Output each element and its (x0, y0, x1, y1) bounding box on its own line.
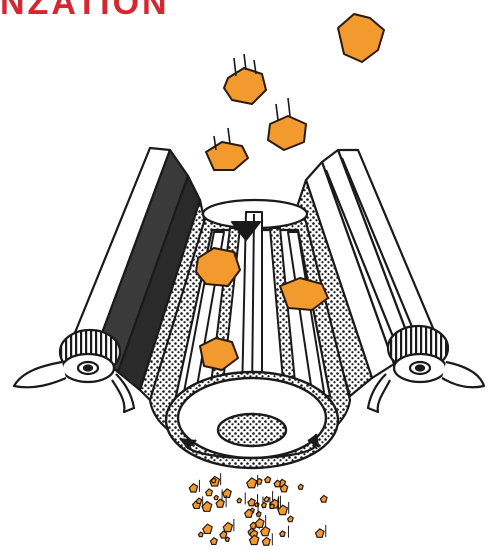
output-granule (316, 529, 324, 537)
output-granule (255, 503, 259, 507)
output-granule (202, 502, 212, 512)
output-granule (262, 503, 267, 508)
output-granule (223, 489, 231, 497)
output-fragments (189, 473, 327, 545)
output-granule (216, 499, 224, 507)
output-granule (256, 512, 261, 517)
output-granule (247, 478, 257, 488)
output-granule (214, 495, 218, 499)
front-ring (166, 372, 338, 468)
output-granule (245, 509, 253, 517)
output-granule (255, 519, 264, 528)
output-granule (211, 538, 218, 545)
fragment-2 (224, 68, 266, 104)
output-granule (225, 537, 229, 541)
output-granule (237, 498, 241, 502)
output-granule (262, 537, 270, 545)
fragment-1 (338, 14, 384, 62)
fragment-4 (206, 142, 248, 170)
output-granule (298, 484, 303, 489)
output-granule (206, 489, 213, 496)
output-granule (320, 495, 327, 502)
output-granule (274, 480, 280, 486)
output-granule (248, 499, 255, 506)
output-granule (280, 531, 285, 536)
output-granule (264, 497, 269, 502)
output-granule (265, 477, 271, 483)
output-granule (288, 516, 294, 522)
output-granule (223, 522, 232, 531)
output-granule (196, 498, 201, 503)
output-granule (199, 532, 203, 536)
output-granule (189, 484, 197, 492)
output-granule (278, 505, 287, 514)
fragment-3 (268, 116, 306, 150)
output-granule (261, 527, 270, 536)
output-granule (203, 524, 212, 533)
